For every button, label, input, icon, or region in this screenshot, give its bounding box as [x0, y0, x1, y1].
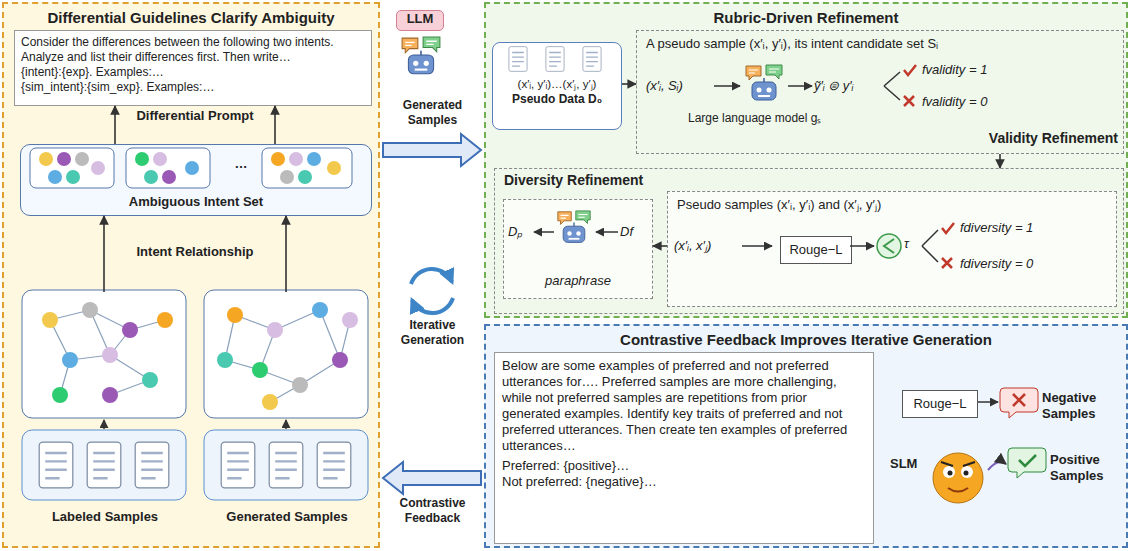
node-text: Diversity Refinement [504, 172, 724, 189]
refine-box: A pseudo sample (x′ᵢ, y′ᵢ), its intent c… [636, 30, 1124, 154]
prompt-box: Consider the differences between the fol… [14, 30, 372, 106]
label: Large language model gₛ [688, 110, 888, 126]
node-text: paraphrase [503, 273, 653, 289]
label: Iterative Generation [385, 318, 480, 348]
node-text: Consider the differences between the fol… [21, 35, 365, 65]
arrow-connector [999, 154, 1001, 168]
arrow-connector [103, 216, 105, 292]
node-text: Contrastive Feedback Improves Iterative … [486, 326, 1126, 348]
node-text: Labeled Samples [19, 509, 191, 525]
arrow-connector [285, 216, 287, 292]
pair-box: Pseudo samples (x′ᵢ, y′ᵢ) and (x′ⱼ, y′ⱼ)… [667, 191, 1117, 307]
label: Intent Relationship [128, 244, 262, 260]
node-text: … [218, 156, 264, 172]
node-text: Rouge−L [905, 396, 975, 412]
label: τ [904, 236, 920, 252]
node-text: LLM [397, 11, 443, 27]
node-text: Rouge−L [783, 242, 849, 258]
label: (x′ᵢ, Sᵢ) [646, 78, 716, 94]
node-text: Pseudo Data D₀ [496, 92, 618, 107]
panel: Contrastive Feedback Improves Iterative … [484, 324, 1128, 548]
edge-label: Contrastive Feedback [385, 496, 480, 526]
label: Negative Samples [1042, 390, 1126, 422]
label: SLM [890, 456, 926, 472]
paraphrase-box: paraphrase [503, 199, 653, 299]
node-text: (x′ᵢ, y′ᵢ)…(x′ⱼ, y′ⱼ) [496, 77, 618, 92]
node-text: Differential Guidelines Clarify Ambiguit… [4, 4, 378, 26]
data-box: (x′ᵢ, y′ᵢ)…(x′ⱼ, y′ⱼ)Pseudo Data D₀ [492, 42, 622, 130]
label: fdiversity = 0 [960, 256, 1080, 272]
node-text: A pseudo sample (x′ᵢ, y′ᵢ), its intent c… [646, 36, 1106, 52]
model-tag: LLM [396, 10, 444, 31]
node-text: Ambiguous Intent Set [20, 194, 372, 210]
prompt-box: Below are some examples of preferred and… [494, 352, 874, 544]
label: Df [620, 224, 646, 240]
refine-box: Diversity Refinement paraphrase Pseudo sam… [494, 168, 1124, 314]
label: (x′ᵢ, x′ⱼ) [674, 238, 740, 254]
edge-label: Generated Samples [385, 98, 480, 128]
node-text: Validity Refinement [962, 130, 1118, 147]
intent-set-box: … Ambiguous Intent Set [20, 144, 372, 216]
label: fvalidity = 0 [922, 94, 1032, 110]
flow-arrow [383, 462, 481, 494]
sample-group: Labeled Samples [20, 292, 192, 532]
label: Dₚ [508, 224, 532, 240]
label: Differential Prompt [128, 108, 262, 124]
sample-group: Generated Samples [202, 292, 374, 532]
metric-box: Rouge−L [902, 390, 978, 418]
label: fdiversity = 1 [960, 220, 1080, 236]
panel: Differential Guidelines Clarify Ambiguit… [2, 2, 380, 548]
label: ỹ′ᵢ ⊜ y′ᵢ [814, 78, 884, 94]
label: Positive Samples [1050, 452, 1126, 484]
label: fvalidity = 1 [922, 62, 1032, 78]
arrow-connector [653, 245, 667, 247]
node-text: Rubric-Driven Refinement [486, 4, 1126, 26]
node-text: Pseudo samples (x′ᵢ, y′ᵢ) and (x′ⱼ, y′ⱼ) [677, 197, 1097, 213]
flow-arrow [383, 134, 481, 166]
node-text: {intent}:{exp}. Examples:… [21, 65, 365, 80]
node-text: Not preferred: {negative}… [502, 474, 866, 490]
arrow-connector [114, 106, 116, 144]
arrow-connector [274, 106, 276, 144]
arrow-connector [622, 83, 636, 85]
node-text: Below are some examples of preferred and… [502, 358, 866, 454]
metric-box: Rouge−L [780, 236, 852, 264]
node-text: Generated Samples [201, 509, 373, 525]
node-text: Preferred: {positive}… [502, 458, 866, 474]
node-text: {sim_intent}:{sim_exp}. Examples:… [21, 80, 365, 95]
